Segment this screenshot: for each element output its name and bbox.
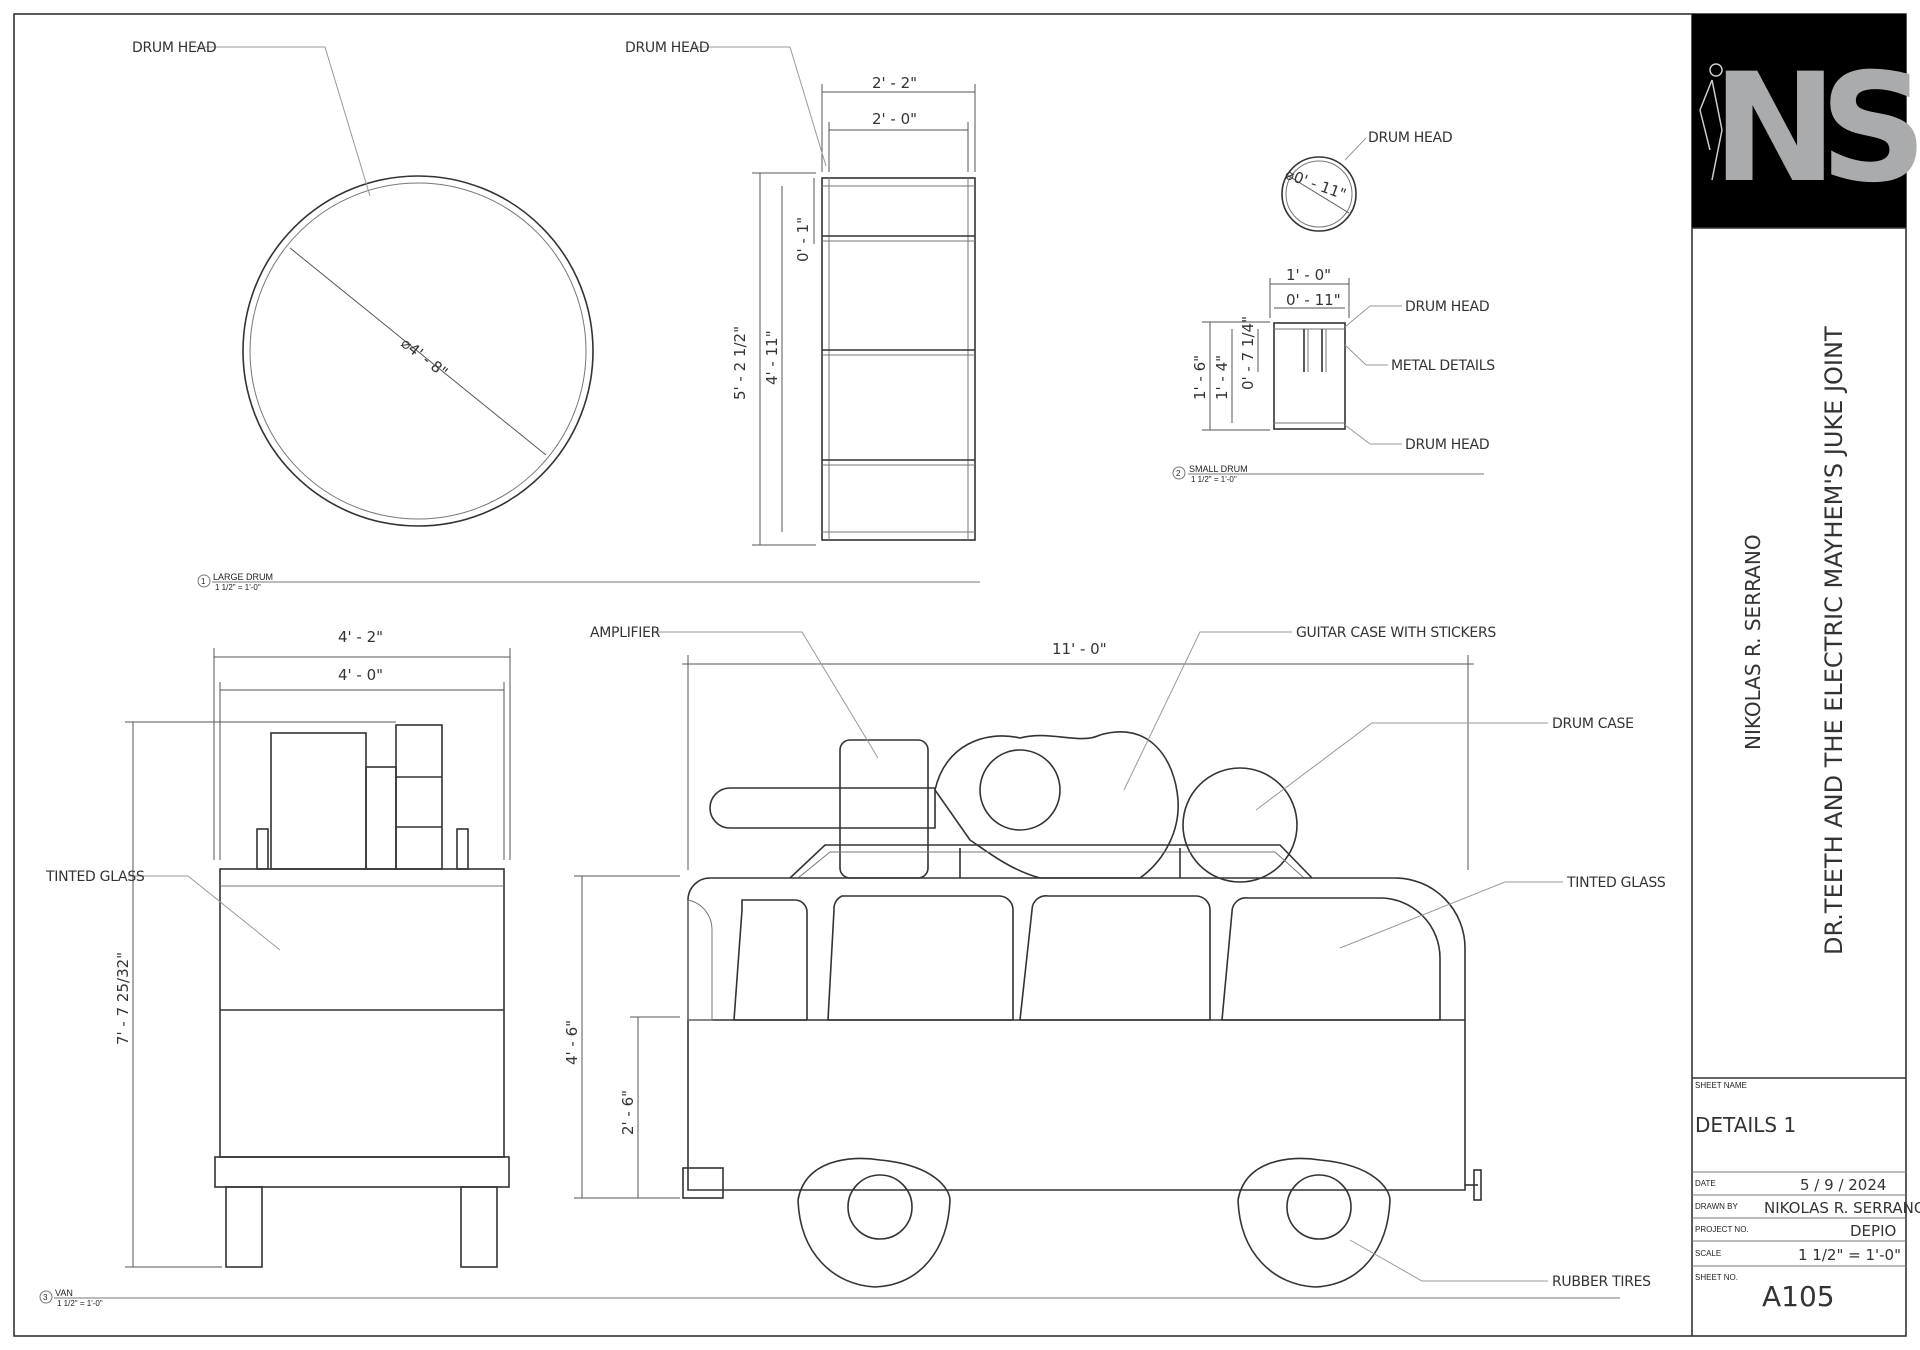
- sheet-date: 5 / 9 / 2024: [1800, 1176, 1886, 1194]
- svg-text:PROJECT NO.: PROJECT NO.: [1695, 1225, 1749, 1234]
- svg-text:2: 2: [1176, 469, 1181, 478]
- svg-text:VAN: VAN: [55, 1288, 73, 1298]
- small-drum-section: 1' - 0" 0' - 11" 1' - 6" 1' - 4" 0' - 7 …: [1191, 266, 1496, 453]
- svg-text:SCALE: SCALE: [1695, 1249, 1721, 1258]
- svg-text:SHEET NAME: SHEET NAME: [1695, 1081, 1747, 1090]
- van-front-elevation: 4' - 2" 4' - 0" 7' - 7 25/32" TINTED GLA…: [45, 628, 511, 1268]
- van-front-height-label: 7' - 7 25/32": [114, 952, 132, 1045]
- small-width-inner-label: 0' - 11": [1286, 291, 1341, 309]
- small-height-mid-label: 1' - 4": [1213, 355, 1231, 400]
- sheet-number: A105: [1762, 1280, 1835, 1313]
- project-number: DEPIO: [1850, 1222, 1896, 1240]
- svg-text:SHEET NO.: SHEET NO.: [1695, 1273, 1738, 1282]
- side-height-outer-label: 5' - 2 1/2": [731, 326, 749, 400]
- logo-figure-icon: [1699, 63, 1723, 181]
- sheet-scale: 1 1/2" = 1'-0": [1798, 1246, 1901, 1264]
- callout-drum-head-small-top: DRUM HEAD: [1368, 130, 1452, 146]
- callout-guitar-case: GUITAR CASE WITH STICKERS: [1296, 625, 1496, 641]
- title-block: NS NIKOLAS R. SERRANO DR.TEETH AND THE E…: [1692, 14, 1920, 1313]
- side-width-outer-label: 2' - 2": [872, 74, 917, 92]
- van-front-width-inner-label: 4' - 0": [338, 666, 383, 684]
- side-width-inner-label: 2' - 0": [872, 110, 917, 128]
- callout-drum-head-small-2: DRUM HEAD: [1405, 437, 1489, 453]
- svg-text:LARGE DRUM: LARGE DRUM: [213, 572, 273, 582]
- callout-drum-case: DRUM CASE: [1552, 716, 1634, 732]
- sheet-name: DETAILS 1: [1695, 1113, 1796, 1137]
- side-thickness-label: 0' - 1": [794, 217, 812, 262]
- svg-text:SMALL DRUM: SMALL DRUM: [1189, 464, 1248, 474]
- small-width-outer-label: 1' - 0": [1286, 266, 1331, 284]
- side-height-inner-label: 4' - 11": [763, 330, 781, 385]
- project-title: DR.TEETH AND THE ELECTRIC MAYHEM'S JUKE …: [1820, 326, 1848, 955]
- small-drum-plan: ⌀0' - 11" DRUM HEAD: [1281, 130, 1453, 232]
- svg-text:1 1/2" = 1'-0": 1 1/2" = 1'-0": [1191, 475, 1237, 484]
- large-drum-section: 2' - 2" 2' - 0" 5' - 2 1/2" 4' - 11" 0' …: [625, 40, 976, 546]
- van-length-label: 11' - 0": [1052, 640, 1107, 658]
- designer-name: NIKOLAS R. SERRANO: [1741, 534, 1765, 750]
- large-drum-diameter-line: [289, 247, 547, 456]
- van-body-height-label: 4' - 6": [563, 1020, 581, 1065]
- callout-drum-head-large: DRUM HEAD: [132, 40, 216, 56]
- van-side-elevation: 11' - 0" 4' - 6" 2' - 6" AMPLIFIER GUITA…: [563, 625, 1666, 1290]
- logo-panel: [1692, 14, 1906, 228]
- van-front-width-outer-label: 4' - 2": [338, 628, 383, 646]
- callout-amplifier: AMPLIFIER: [590, 625, 661, 641]
- svg-text:1 1/2" = 1'-0": 1 1/2" = 1'-0": [215, 583, 261, 592]
- svg-text:3: 3: [43, 1293, 48, 1302]
- callout-rubber-tires: RUBBER TIRES: [1552, 1274, 1651, 1290]
- svg-text:DRAWN BY: DRAWN BY: [1695, 1202, 1738, 1211]
- svg-text:1 1/2" = 1'-0": 1 1/2" = 1'-0": [57, 1299, 103, 1308]
- view-title-large-drum: 1 LARGE DRUM 1 1/2" = 1'-0": [197, 572, 980, 592]
- logo-text: NS: [1712, 42, 1918, 216]
- van-lower-height-label: 2' - 6": [619, 1090, 637, 1135]
- view-title-small-drum: 2 SMALL DRUM 1 1/2" = 1'-0": [1172, 464, 1484, 484]
- svg-text:DATE: DATE: [1695, 1179, 1716, 1188]
- callout-drum-head-small-1: DRUM HEAD: [1405, 299, 1489, 315]
- callout-tinted-glass-side: TINTED GLASS: [1566, 875, 1666, 891]
- svg-text:1: 1: [201, 577, 206, 586]
- small-drum-diameter-label: ⌀0' - 11": [1283, 165, 1349, 204]
- view-title-van: 3 VAN 1 1/2" = 1'-0": [39, 1288, 1620, 1308]
- callout-tinted-glass-front: TINTED GLASS: [45, 869, 145, 885]
- sheet-border: [13, 13, 1907, 1337]
- callout-drum-head-side: DRUM HEAD: [625, 40, 709, 56]
- drawn-by: NIKOLAS R. SERRANO: [1764, 1199, 1920, 1217]
- large-drum-diameter-label: ⌀4' - 8": [398, 334, 452, 381]
- small-height-outer-label: 1' - 6": [1191, 355, 1209, 400]
- small-height-inner-label: 0' - 7 1/4": [1239, 316, 1257, 390]
- large-drum-plan: ⌀4' - 8" DRUM HEAD: [132, 40, 594, 527]
- callout-metal-details: METAL DETAILS: [1391, 358, 1495, 374]
